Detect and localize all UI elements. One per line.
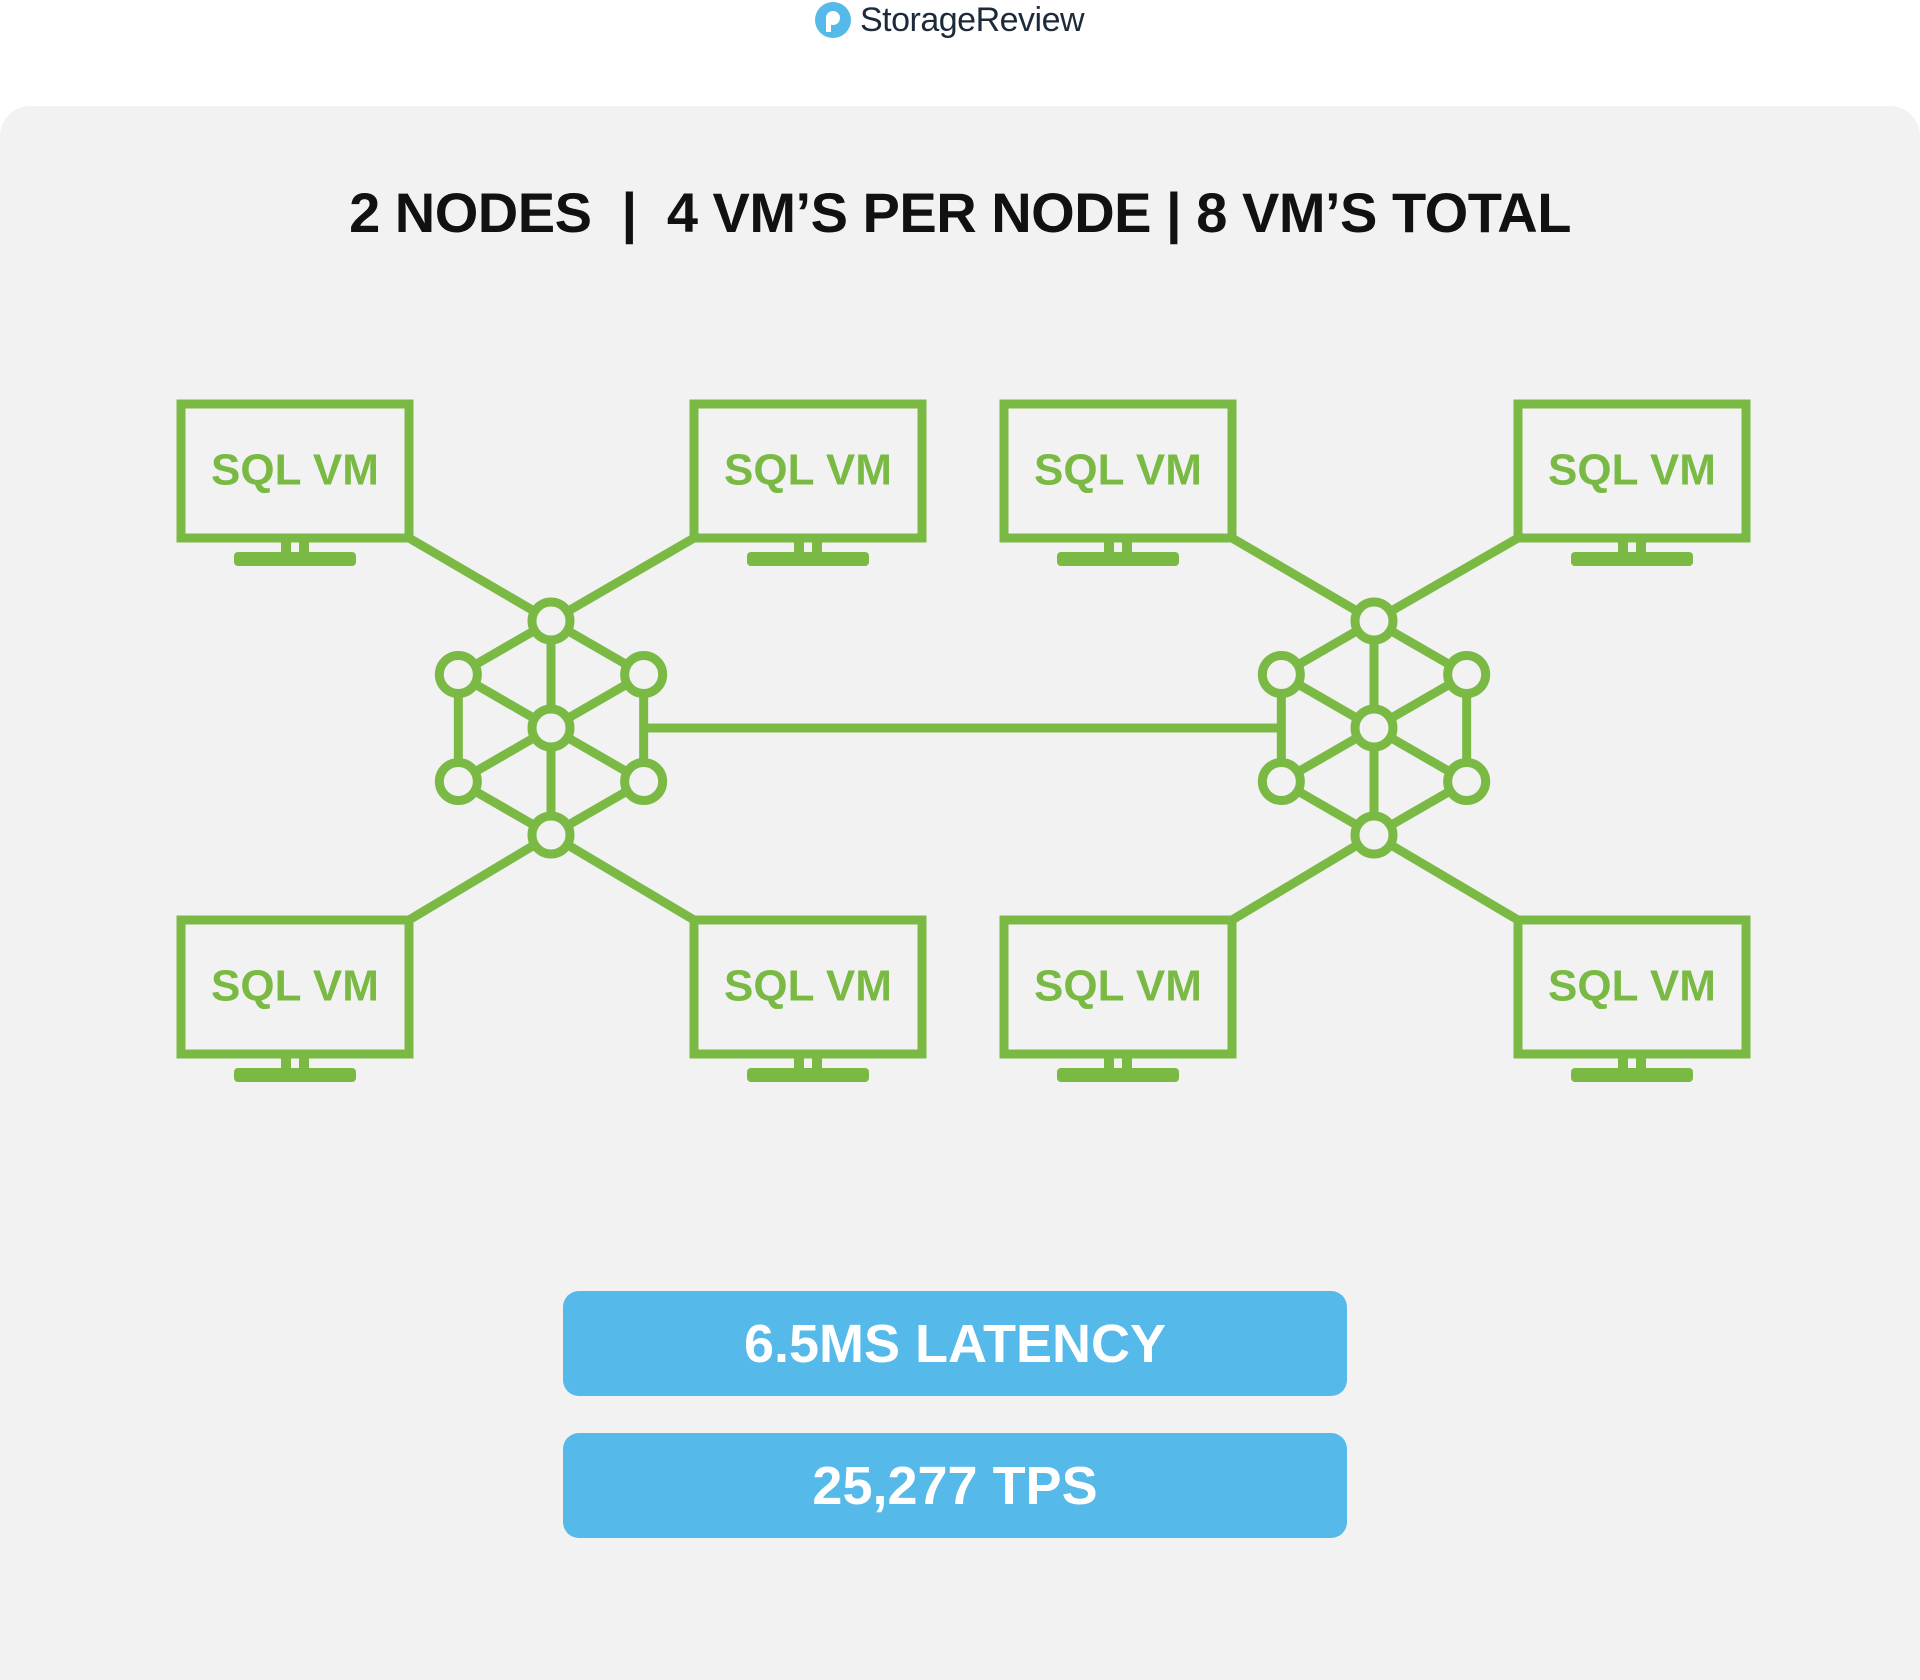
vm-link-line: [548, 831, 697, 924]
monitor-icon: [176, 399, 414, 543]
monitor-neck: [1636, 542, 1646, 552]
vm-link-line: [1229, 534, 1377, 625]
vm-link-line: [1229, 831, 1377, 924]
latency-badge: 6.5MS LATENCY: [563, 1291, 1347, 1396]
brand[interactable]: StorageReview: [814, 0, 1085, 40]
hub-vertex-circle: [1443, 651, 1491, 698]
sql-vm-label: SQL VM: [724, 446, 892, 495]
monitor-neck: [812, 1058, 822, 1068]
hub-vertex-circle: [434, 651, 482, 698]
hub-vertex-circle: [434, 758, 482, 805]
hub-vertex-circle: [1350, 811, 1398, 859]
hub-vertex-circle: [1443, 758, 1491, 805]
monitor-neck: [1618, 542, 1628, 552]
monitor-base: [234, 1068, 356, 1082]
hub-vertex-circle: [527, 811, 575, 859]
monitor-base: [747, 552, 869, 566]
hub-vertex-circle: [620, 758, 668, 805]
monitor-base: [1057, 1068, 1179, 1082]
monitor-neck: [1122, 1058, 1132, 1068]
header: StorageReview: [0, 0, 1920, 90]
hub-vertex-circle: [527, 597, 575, 645]
monitor-icon: [176, 915, 414, 1059]
vm-link-line: [1371, 831, 1521, 924]
monitor-base: [234, 552, 356, 566]
hub-vertex-circle: [1257, 758, 1305, 805]
monitor-icon: [1513, 915, 1751, 1059]
monitor-neck: [1636, 1058, 1646, 1068]
vm-link-line: [1371, 534, 1521, 625]
sql-vm-label: SQL VM: [1548, 446, 1716, 495]
sql-vm-label: SQL VM: [1034, 446, 1202, 495]
vm-link-line: [548, 534, 697, 625]
vm-link-line: [406, 831, 554, 924]
monitor-neck: [1104, 542, 1114, 552]
monitor-neck: [281, 542, 291, 552]
monitor-icon: [1513, 399, 1751, 543]
monitor-icon: [689, 915, 927, 1059]
monitor-icon: [999, 399, 1237, 543]
brand-name: StorageReview: [860, 0, 1085, 39]
hub-vertex-circle: [1350, 597, 1398, 645]
monitor-neck: [299, 1058, 309, 1068]
hub-center-circle: [1350, 704, 1398, 752]
sql-vm-label: SQL VM: [211, 962, 379, 1011]
monitor-base: [1057, 552, 1179, 566]
monitor-neck: [812, 542, 822, 552]
monitor-neck: [1618, 1058, 1628, 1068]
vm-link-line: [406, 534, 554, 625]
hub-vertex-circle: [1257, 651, 1305, 698]
sql-vm-label: SQL VM: [1548, 962, 1716, 1011]
monitor-icon: [689, 399, 927, 543]
monitor-neck: [1122, 542, 1132, 552]
monitor-neck: [1104, 1058, 1114, 1068]
monitor-base: [1571, 552, 1693, 566]
content-panel: [0, 106, 1920, 1680]
diagram-headline: 2 NODES | 4 VM’S PER NODE | 8 VM’S TOTAL: [349, 181, 1571, 244]
hub-vertex-circle: [620, 651, 668, 698]
storagereview-logo-icon: [815, 2, 851, 38]
sql-vm-label: SQL VM: [724, 962, 892, 1011]
monitor-neck: [299, 542, 309, 552]
sql-vm-label: SQL VM: [1034, 962, 1202, 1011]
monitor-neck: [794, 542, 804, 552]
monitor-base: [1571, 1068, 1693, 1082]
hub-center-circle: [527, 704, 575, 752]
monitor-base: [747, 1068, 869, 1082]
sql-vm-label: SQL VM: [211, 446, 379, 495]
monitor-icon: [999, 915, 1237, 1059]
monitor-neck: [281, 1058, 291, 1068]
tps-badge: 25,277 TPS: [563, 1433, 1347, 1538]
monitor-neck: [794, 1058, 804, 1068]
